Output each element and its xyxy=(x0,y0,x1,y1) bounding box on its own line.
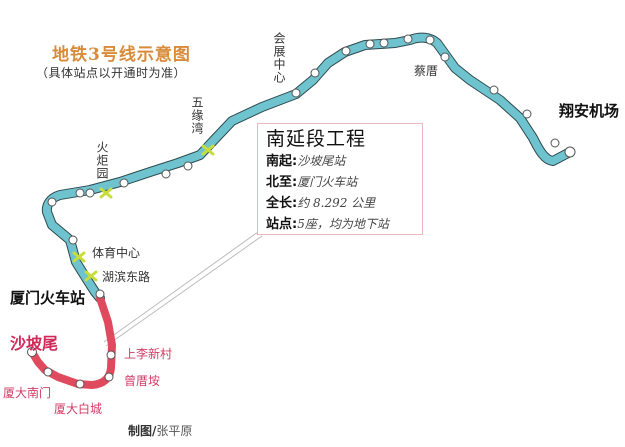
infobox-row-stations: 站点:5座，均为地下站 xyxy=(266,214,414,235)
infobox-key: 南起: xyxy=(266,154,298,169)
station[interactable] xyxy=(403,34,413,44)
line-3-south-extension xyxy=(28,294,116,389)
station[interactable] xyxy=(379,38,389,48)
label-wuyuanwan: 五缘湾 xyxy=(190,96,204,135)
station[interactable] xyxy=(161,169,171,179)
credit-author: 张平原 xyxy=(156,424,193,438)
station[interactable] xyxy=(47,197,57,207)
station-airport[interactable] xyxy=(564,146,576,158)
infobox-row-start: 南起:沙坡尾站 xyxy=(266,151,414,172)
label-airport: 翔安机场 xyxy=(559,102,620,120)
station[interactable] xyxy=(310,68,320,78)
map-title: 地铁3号线示意图 xyxy=(52,45,191,65)
station[interactable] xyxy=(68,235,78,245)
stations-south xyxy=(27,347,116,389)
label-xiada-nanmen: 厦大南门 xyxy=(3,386,52,400)
transfer-icon-tiyu xyxy=(72,251,86,263)
station-railway[interactable] xyxy=(95,289,105,299)
label-railway: 厦门火车站 xyxy=(10,289,86,307)
transfer-icon-wuyuanwan xyxy=(201,144,215,156)
station[interactable] xyxy=(425,35,435,45)
station-zengcuoan[interactable] xyxy=(104,372,114,382)
station-shangli[interactable] xyxy=(106,350,116,360)
station[interactable] xyxy=(183,161,193,171)
label-shangli: 上李新村 xyxy=(124,347,173,361)
infobox-value: 约 8.292 公里 xyxy=(297,196,376,210)
infobox-value: 5座，均为地下站 xyxy=(297,217,389,231)
infobox-row-end: 北至:厦门火车站 xyxy=(266,172,414,193)
station[interactable] xyxy=(522,109,532,119)
station-xiada-baicheng[interactable] xyxy=(75,379,85,389)
label-huojuyuan: 火炬园 xyxy=(95,141,109,180)
infobox-value: 厦门火车站 xyxy=(297,175,358,189)
infobox-key: 北至: xyxy=(266,175,298,190)
infobox-key: 站点: xyxy=(266,217,298,232)
label-shapowei: 沙坡尾 xyxy=(10,334,59,353)
label-xiada-baicheng: 厦大白城 xyxy=(54,402,103,416)
transfer-markers xyxy=(72,144,215,282)
label-zengcuoan: 曾厝垵 xyxy=(124,374,161,388)
station-shapowei[interactable] xyxy=(27,347,37,357)
station[interactable] xyxy=(489,85,499,95)
label-hubin: 湖滨东路 xyxy=(102,270,151,284)
infobox-row-length: 全长:约 8.292 公里 xyxy=(266,193,414,214)
station[interactable] xyxy=(75,188,85,198)
infobox-value: 沙坡尾站 xyxy=(297,154,346,168)
south-extension-infobox: 南延段工程 南起:沙坡尾站 北至:厦门火车站 全长:约 8.292 公里 站点:… xyxy=(257,123,423,235)
callout-line xyxy=(105,235,263,347)
transfer-icon-huojuyuan xyxy=(99,187,113,199)
infobox-title: 南延段工程 xyxy=(266,128,367,150)
label-huizhan: 会展中心 xyxy=(272,32,286,84)
credit-label: 制图/ xyxy=(128,424,157,438)
station[interactable] xyxy=(341,46,351,56)
map-subtitle: （具体站点以开通时为准） xyxy=(36,66,187,80)
station[interactable] xyxy=(440,52,450,62)
map-credit: 制图/张平原 xyxy=(128,422,192,439)
station-xiada-nanmen[interactable] xyxy=(43,367,53,377)
station[interactable] xyxy=(85,188,95,198)
stations-north xyxy=(47,34,576,299)
line-3-north xyxy=(42,33,574,302)
station[interactable] xyxy=(291,88,301,98)
station[interactable] xyxy=(550,138,560,148)
station[interactable] xyxy=(119,178,129,188)
station[interactable] xyxy=(365,39,375,49)
infobox-key: 全长: xyxy=(266,196,298,211)
label-tiyu: 体育中心 xyxy=(92,246,141,260)
label-caicuo: 蔡厝 xyxy=(414,64,439,78)
transfer-icon-hubin xyxy=(84,270,98,282)
callout-line xyxy=(103,231,259,343)
